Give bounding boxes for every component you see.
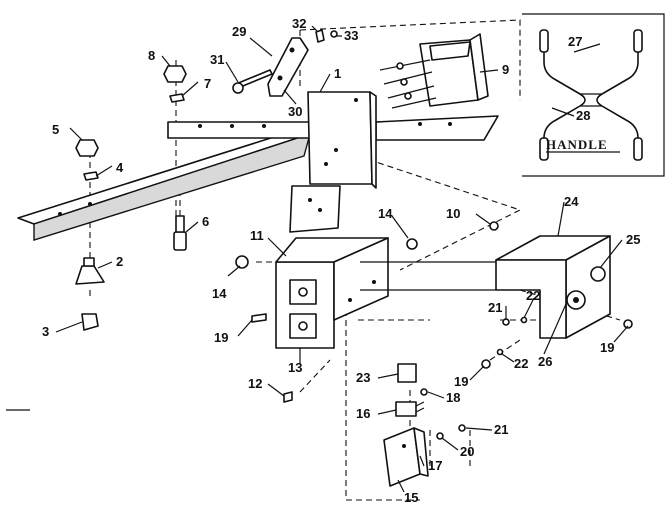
part-9-element xyxy=(379,33,489,109)
part-6-bolt xyxy=(173,215,187,251)
main-rail xyxy=(17,129,312,241)
callout-31: 31 xyxy=(210,52,224,67)
callout-25: 25 xyxy=(626,232,640,247)
callout-20: 20 xyxy=(460,444,474,459)
handle-part xyxy=(539,29,643,161)
part-15-plate xyxy=(383,427,429,487)
part-7-washer xyxy=(169,93,185,103)
callout-32: 32 xyxy=(292,16,306,31)
callout-11: 11 xyxy=(250,228,264,243)
callout-14-right: 14 xyxy=(378,206,393,221)
part-8-nut xyxy=(163,65,187,83)
part-2-foot xyxy=(75,257,105,285)
part-14-grommet-left xyxy=(235,255,249,269)
callout-1: 1 xyxy=(334,66,341,81)
part-20-washer xyxy=(436,432,444,440)
callout-27: 27 xyxy=(568,34,582,49)
callout-9: 9 xyxy=(502,62,509,77)
part-4-washer xyxy=(83,171,99,181)
callout-7: 7 xyxy=(204,76,211,91)
part-11-outlet-box xyxy=(275,237,389,349)
part-14-grommet-right xyxy=(406,238,418,250)
part-22-washer-upper xyxy=(520,316,528,324)
callout-14-left: 14 xyxy=(212,286,227,301)
callout-26: 26 xyxy=(538,354,552,369)
callout-28: 28 xyxy=(576,108,590,123)
callout-6: 6 xyxy=(202,214,209,229)
callout-16: 16 xyxy=(356,406,370,421)
part-29-30-bracket xyxy=(267,37,309,97)
callout-21-lower: 21 xyxy=(494,422,508,437)
part-10-nut xyxy=(489,221,499,231)
callout-18: 18 xyxy=(446,390,460,405)
callout-3: 3 xyxy=(42,324,49,339)
callout-5: 5 xyxy=(52,122,59,137)
fasteners-32-33 xyxy=(315,29,338,43)
part-1-bracket xyxy=(289,91,377,233)
callout-15: 15 xyxy=(404,490,418,505)
leader-lines xyxy=(55,25,629,493)
part-18-nut xyxy=(420,388,428,396)
part-19-screw-right xyxy=(623,319,633,329)
callout-19-right: 19 xyxy=(600,340,614,355)
callout-17: 17 xyxy=(428,458,442,473)
mounting-plate xyxy=(167,115,499,141)
handle-inset: HANDLE xyxy=(522,13,665,177)
callout-10: 10 xyxy=(446,206,460,221)
callout-21-upper: 21 xyxy=(488,300,502,315)
part-19-screw-left xyxy=(251,313,267,323)
callout-19-left: 19 xyxy=(214,330,228,345)
part-21-nut-lower xyxy=(458,424,466,432)
part-23-relay xyxy=(397,363,417,383)
callout-2: 2 xyxy=(116,254,123,269)
part-16-switch xyxy=(395,401,425,417)
callout-29: 29 xyxy=(232,24,246,39)
callout-33: 33 xyxy=(344,28,358,43)
part-24-housing xyxy=(360,235,611,339)
part-12-screw xyxy=(283,391,293,403)
callout-22-lower: 22 xyxy=(514,356,528,371)
inset-title: HANDLE xyxy=(546,137,608,152)
callout-19-bottom: 19 xyxy=(454,374,468,389)
part-22-washer-lower xyxy=(496,348,504,356)
callout-13: 13 xyxy=(288,360,302,375)
callout-4: 4 xyxy=(116,160,124,175)
callout-24: 24 xyxy=(564,194,579,209)
part-3-bolt xyxy=(81,313,99,331)
part-31-screw xyxy=(232,69,273,94)
inset-frame xyxy=(522,13,665,177)
callout-labels: 29 32 33 31 30 8 7 5 4 6 2 3 1 9 27 28 1… xyxy=(42,16,640,505)
callout-23: 23 xyxy=(356,370,370,385)
part-5-nut xyxy=(75,139,99,157)
callout-22-upper: 22 xyxy=(526,288,540,303)
callout-30: 30 xyxy=(288,104,302,119)
callout-8: 8 xyxy=(148,48,155,63)
callout-12: 12 xyxy=(248,376,262,391)
